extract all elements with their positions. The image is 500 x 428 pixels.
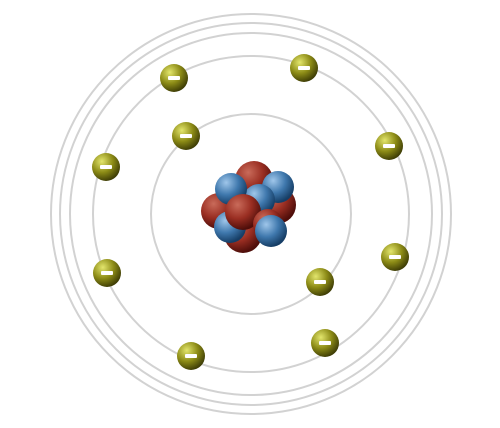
orbit-ring-5	[50, 13, 452, 415]
electron	[92, 153, 120, 181]
proton	[225, 194, 261, 230]
electron	[375, 132, 403, 160]
electron	[290, 54, 318, 82]
orbit-ring-1	[150, 113, 352, 315]
electron	[311, 329, 339, 357]
nucleus	[201, 161, 296, 253]
neutron	[255, 215, 287, 247]
electron	[381, 243, 409, 271]
orbit-ring-3	[69, 32, 433, 396]
electron	[93, 259, 121, 287]
orbit-rings	[50, 13, 452, 415]
electron	[306, 268, 334, 296]
electrons	[92, 54, 409, 370]
electron	[160, 64, 188, 92]
electron	[177, 342, 205, 370]
electron	[172, 122, 200, 150]
orbit-ring-4	[59, 22, 443, 406]
orbit-ring-2	[92, 55, 410, 373]
